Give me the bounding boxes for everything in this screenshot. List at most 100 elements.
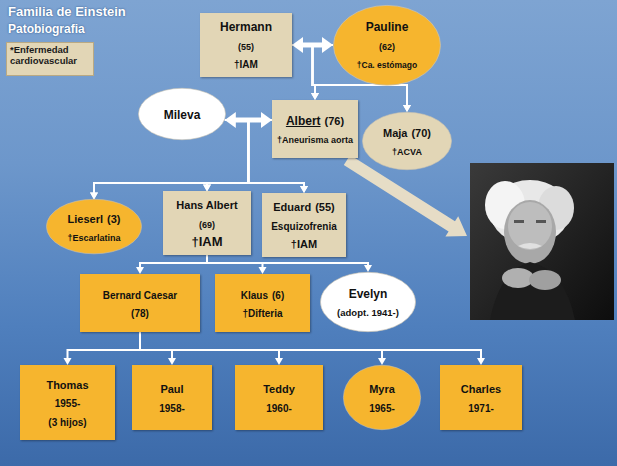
person-box: Teddy 1960- <box>235 365 323 430</box>
person-detail: (78) <box>131 308 149 319</box>
legend-item: *Enfermedad cardiovascular <box>6 42 94 76</box>
text-row: Charles <box>461 379 501 397</box>
ellipse-fill <box>320 272 415 331</box>
text-group: Lieserl (3) †Escarlatina <box>67 209 120 246</box>
person-name: Teddy <box>263 383 295 395</box>
arrow-head <box>477 358 485 365</box>
person-detail: (adopt. 1941-) <box>337 307 399 318</box>
text-group: Paul1958- <box>159 379 185 416</box>
subtitle-label: Patobiografia <box>8 22 85 36</box>
person-name: Hermann <box>220 20 272 34</box>
connector-line <box>140 255 207 268</box>
arrow-head <box>311 93 319 100</box>
connector <box>311 45 333 100</box>
connector <box>207 255 372 272</box>
connector <box>140 332 386 365</box>
person-name: Eduard <box>273 201 311 213</box>
text-row: Myra <box>369 379 395 397</box>
person-name: Maja <box>383 127 407 139</box>
text-row: Lieserl (3) <box>67 209 120 227</box>
text-row: Teddy <box>263 379 295 397</box>
text-group: Thomas1955-(3 hijos) <box>46 375 88 430</box>
text-group: Hermann(55)†IAM <box>220 17 272 72</box>
text-row: Esquizofrenia <box>271 216 337 234</box>
connector <box>136 255 207 274</box>
connector-line <box>313 45 334 94</box>
person-name: Thomas <box>46 379 88 391</box>
connector <box>140 332 485 365</box>
text-row: Pauline <box>357 17 417 35</box>
ellipse-fill <box>46 200 141 255</box>
text-row: †Ca. estómago <box>357 54 417 72</box>
text-group: Charles 1971- <box>461 379 501 416</box>
connector <box>140 332 283 365</box>
person-box: Thomas1955-(3 hijos) <box>20 365 115 440</box>
arrow-head <box>403 105 411 112</box>
person-name: Klaus <box>241 290 268 301</box>
diagram-title: Familia de Einstein <box>8 4 126 19</box>
arrow-head <box>300 186 308 193</box>
text-row: Klaus (6) <box>241 285 284 303</box>
person-box: Hermann(55)†IAM <box>200 13 292 76</box>
person-name: Evelyn <box>349 287 388 301</box>
text-group: Teddy 1960- <box>263 379 295 416</box>
person-box: Charles 1971- <box>440 365 522 430</box>
text-row: Bernard Caesar <box>103 285 177 303</box>
person-name: Mileva <box>164 108 201 122</box>
text-row: Mileva <box>164 105 201 123</box>
person-detail: †IAM <box>291 238 317 250</box>
person-name: Hans Albert <box>176 199 237 211</box>
person-ellipse: Myra1965- <box>343 365 421 430</box>
text-group: Myra1965- <box>369 379 395 416</box>
text-row: Paul <box>159 379 185 397</box>
person-ellipse: Mileva <box>138 88 226 140</box>
arrow-head <box>203 184 211 191</box>
text-row: 1960- <box>263 398 295 416</box>
person-detail: (55) <box>315 201 335 213</box>
person-box: Albert(76) †Aneurisma aorta <box>272 100 358 158</box>
text-row: †Aneurisma aorta <box>277 129 353 147</box>
person-name: Charles <box>461 383 501 395</box>
text-group: Evelyn (adopt. 1941-) <box>337 284 399 321</box>
connector-line <box>140 332 279 359</box>
text-group: Albert(76) †Aneurisma aorta <box>277 111 353 148</box>
text-row: 1958- <box>159 398 185 416</box>
text-row: Hermann <box>220 17 272 35</box>
person-ellipse: Maja(70)†ACVA <box>362 112 452 170</box>
text-row: †Escarlatina <box>67 227 120 245</box>
person-box: Klaus (6) †Difteria <box>215 274 310 332</box>
text-row: 1965- <box>369 398 395 416</box>
text-row: Thomas <box>46 375 88 393</box>
text-group: Pauline(62)†Ca. estómago <box>357 17 417 72</box>
arrow-head <box>378 358 386 365</box>
text-row: Maja(70) <box>383 123 431 141</box>
arrow-head <box>403 105 411 112</box>
legend-text: *Enfermedad cardiovascular <box>6 42 94 70</box>
text-group: Bernard Caesar (78) <box>103 285 177 322</box>
connector-line <box>140 332 172 359</box>
arrow-head <box>90 192 98 199</box>
person-detail: Esquizofrenia <box>271 221 337 232</box>
person-detail: (3) <box>107 213 120 225</box>
ellipse-outline <box>46 199 142 254</box>
ellipse-fill <box>138 88 225 139</box>
person-name: Lieserl <box>68 213 103 225</box>
text-row: (62) <box>357 36 417 54</box>
person-detail: †Aneurisma aorta <box>277 135 353 145</box>
text-row: †Difteria <box>241 303 284 321</box>
arrow-head <box>364 265 372 272</box>
text-row: Albert(76) <box>277 111 353 129</box>
arrow-head <box>64 358 72 365</box>
person-detail: 1971- <box>468 403 494 414</box>
person-detail: †Difteria <box>242 308 282 319</box>
connector <box>64 332 141 365</box>
text-group: Eduard (55) Esquizofrenia †IAM <box>271 197 337 252</box>
person-detail: (6) <box>272 290 284 301</box>
arrow-head <box>203 184 211 191</box>
ellipse-fill <box>334 5 441 85</box>
connector-line <box>68 332 141 359</box>
person-box: Paul1958- <box>132 365 212 430</box>
connector <box>207 255 267 274</box>
person-ellipse: Pauline(62)†Ca. estómago <box>333 5 441 86</box>
